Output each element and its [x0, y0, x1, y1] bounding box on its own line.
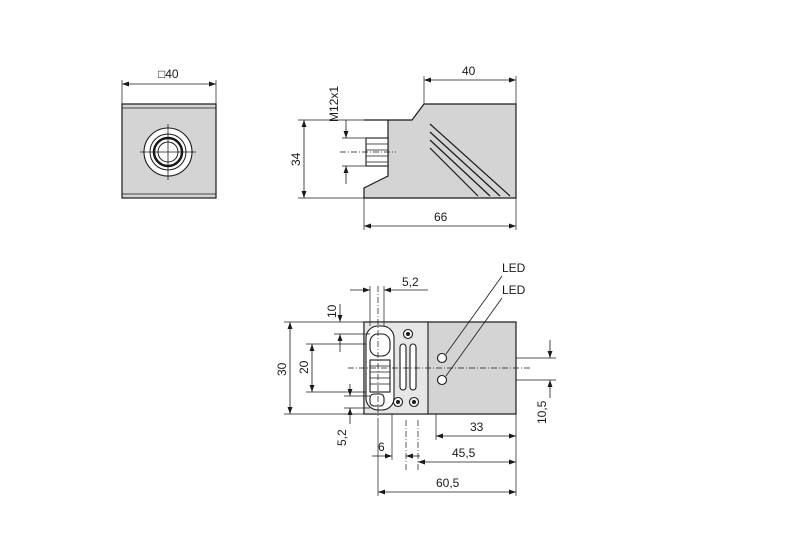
side-length-dim: 66	[434, 210, 448, 224]
side-width-top-dim: 40	[462, 64, 476, 78]
top-dim-60-5: 60,5	[436, 476, 460, 490]
side-height-dim: 34	[289, 152, 303, 166]
led-label-1: LED	[502, 261, 526, 275]
led-indicator-2	[436, 374, 448, 386]
top-dim-6: 6	[378, 440, 385, 454]
side-view: 40 M12x1 34	[289, 64, 517, 230]
top-slots	[399, 343, 417, 391]
front-connector	[140, 124, 196, 180]
top-view: LED LED 5,2 10 30 20 5,2 6	[275, 261, 556, 496]
top-dim-30: 30	[275, 362, 289, 376]
side-thread-dim: M12x1	[327, 86, 341, 122]
top-dim-5-2-top: 5,2	[402, 275, 419, 289]
led-indicator-1	[436, 352, 448, 364]
top-dim-10-5: 10,5	[535, 400, 549, 424]
top-dim-45-5: 45,5	[452, 446, 476, 460]
top-leds	[436, 352, 448, 386]
front-square-dim: □40	[158, 67, 179, 81]
top-dim-20: 20	[297, 360, 311, 374]
top-dim-33: 33	[470, 420, 484, 434]
side-connector	[340, 137, 396, 167]
front-view: □40	[121, 67, 217, 199]
top-screw-holes	[392, 328, 420, 408]
top-dim-10: 10	[325, 304, 339, 318]
side-ridges	[429, 123, 511, 197]
led-label-2: LED	[502, 283, 526, 297]
top-dim-5-2-side: 5,2	[335, 429, 349, 446]
top-connector	[365, 325, 395, 411]
